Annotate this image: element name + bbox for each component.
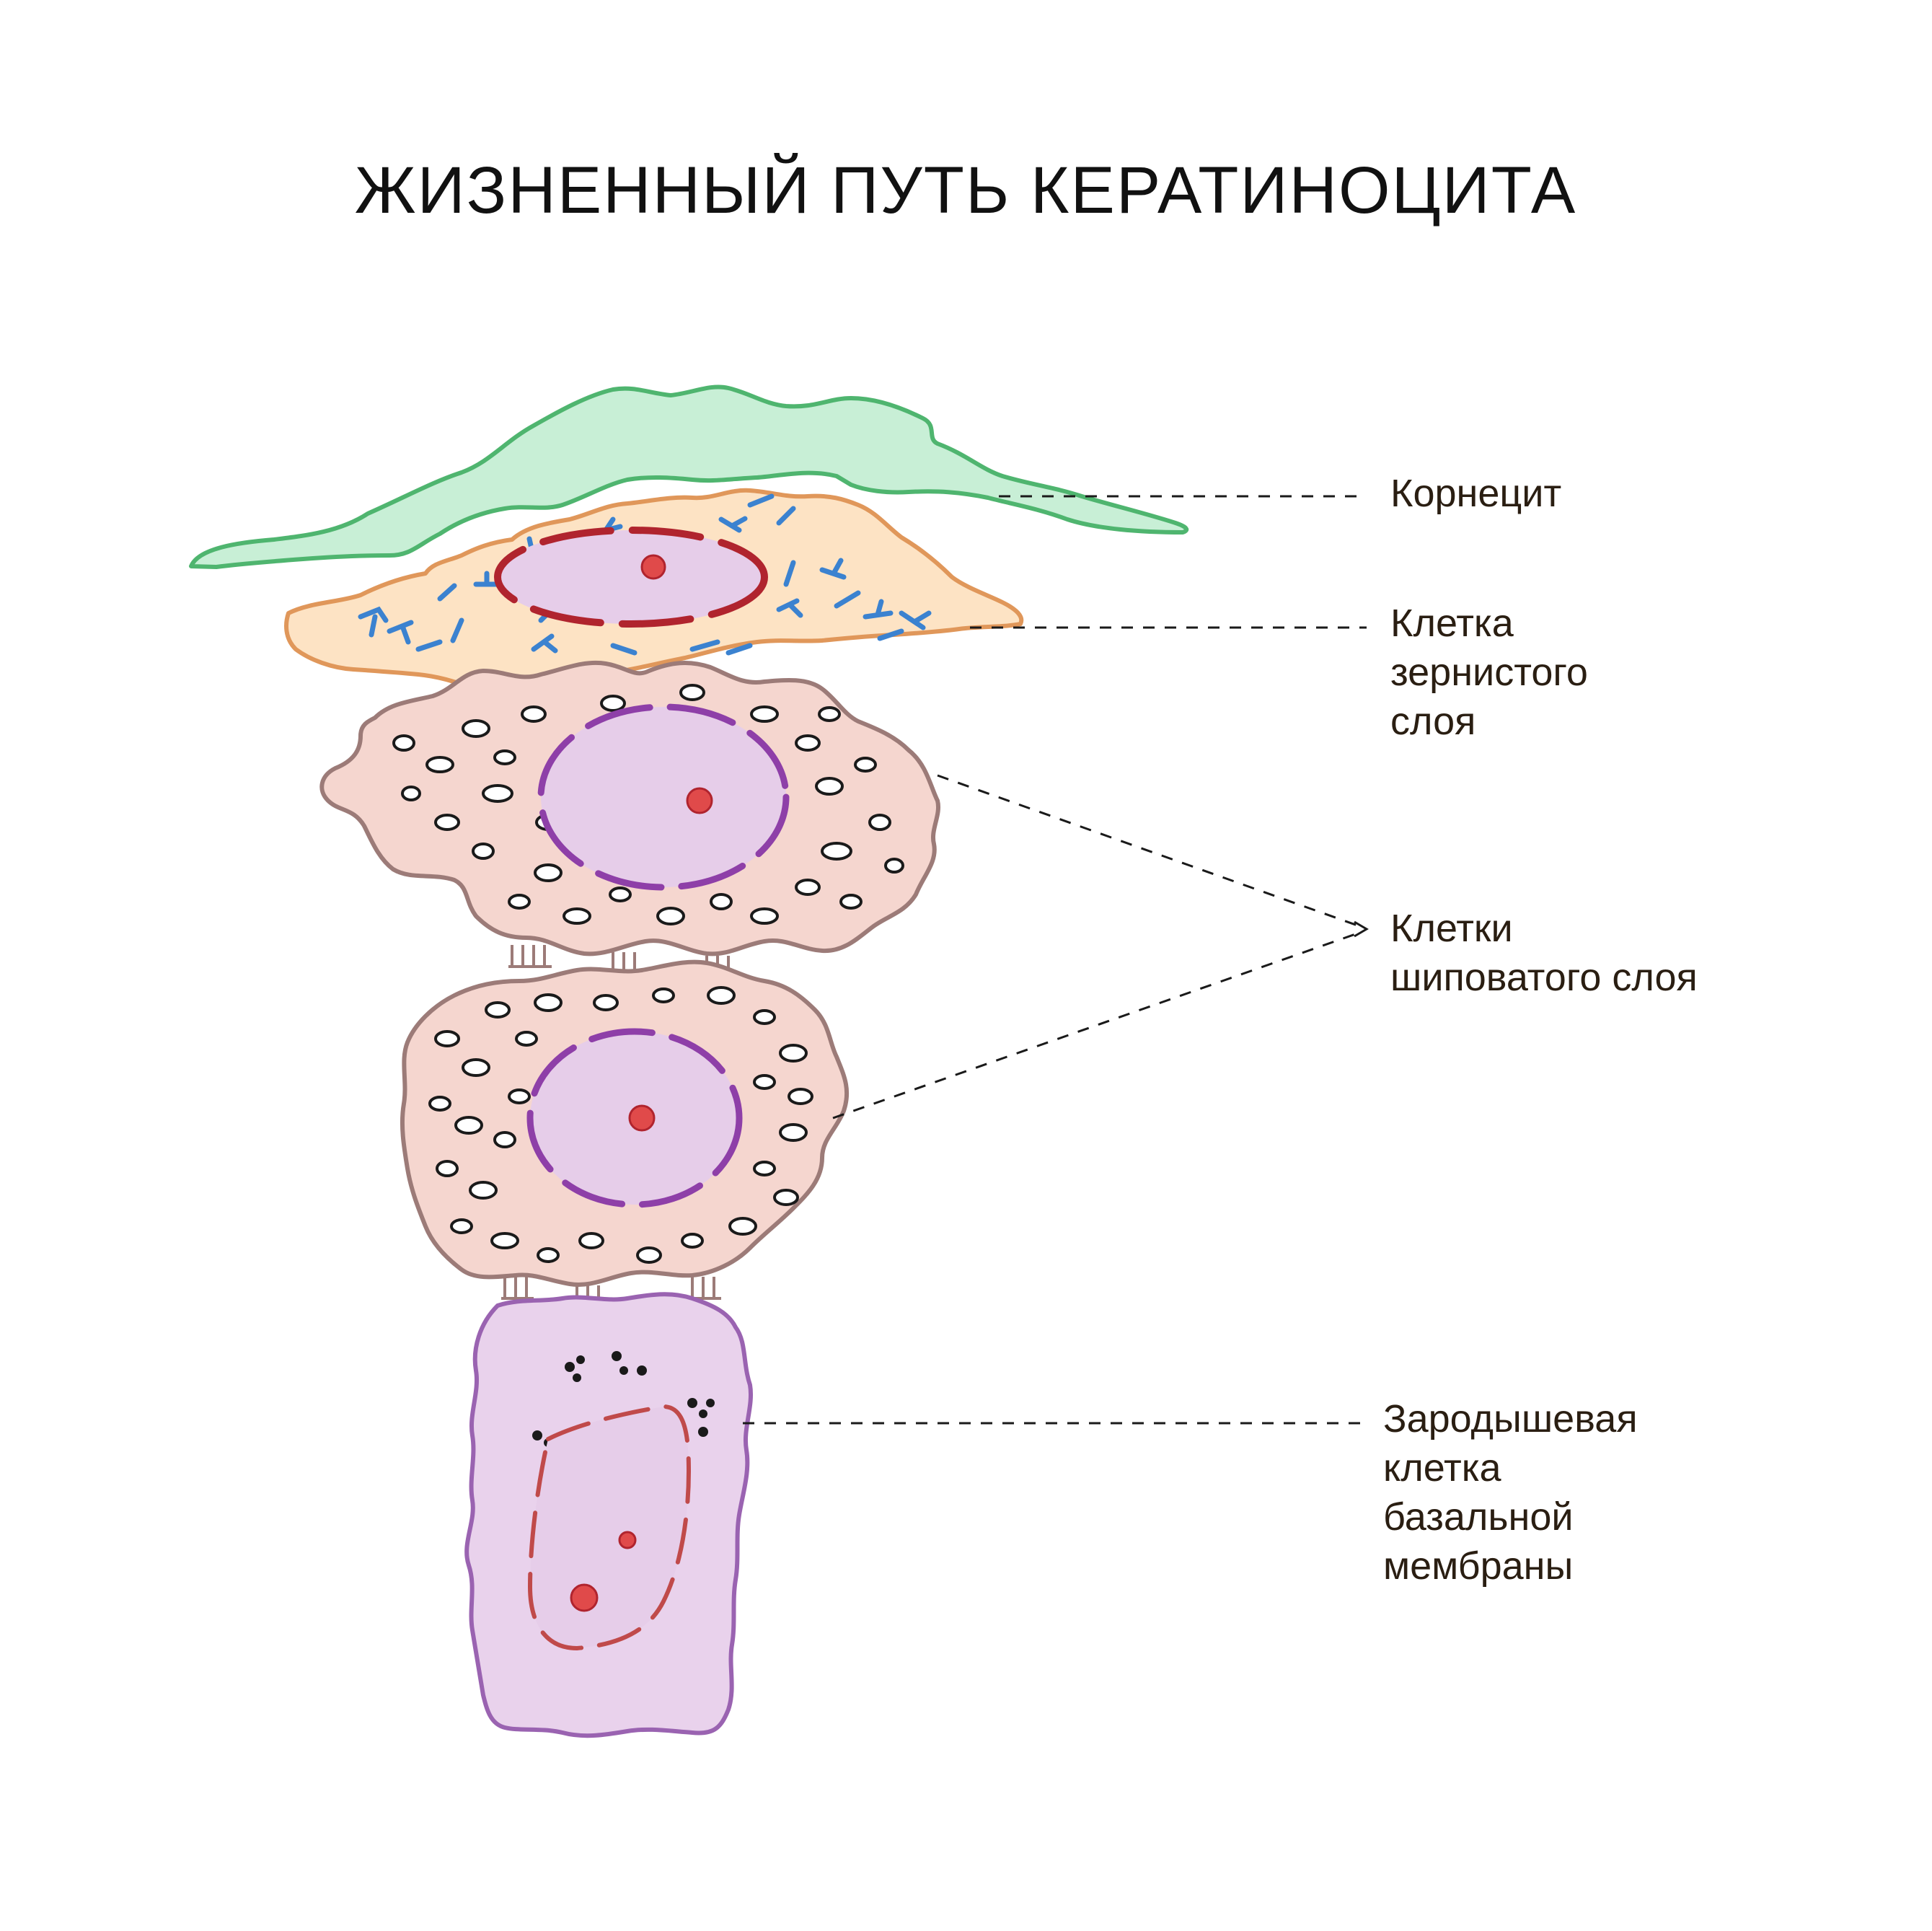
label-spinous: Клетки шиповатого слоя: [1390, 907, 1698, 999]
basal-nucleolus-large: [570, 1583, 599, 1612]
spinous-cell-lower: [400, 959, 850, 1287]
svg-text:Клетки: Клетки: [1390, 907, 1513, 950]
label-granular: Клетка зернистого слоя: [1390, 602, 1588, 743]
leader-spinous-arrowhead: [1354, 920, 1369, 938]
leader-spinous-lower: [832, 931, 1362, 1120]
granular-cell: [284, 488, 1024, 700]
granular-nucleus-membrane: [494, 527, 768, 628]
svg-text:Клетка: Клетка: [1390, 602, 1514, 645]
spinous-lower-nucleolus: [628, 1104, 656, 1132]
svg-text:зернистого: зернистого: [1390, 651, 1588, 694]
granular-nucleus: [498, 530, 764, 624]
svg-text:базальной: базальной: [1383, 1495, 1574, 1539]
corneocyte-cell: [189, 384, 1189, 569]
spinous-cell-upper: [319, 660, 940, 956]
label-basal: Зародышевая клетка базальной мембраны: [1383, 1397, 1638, 1588]
svg-text:Зародышевая: Зародышевая: [1383, 1397, 1638, 1440]
label-corneocyte: Корнецит: [1390, 472, 1561, 515]
basal-nucleolus-small: [618, 1531, 637, 1549]
leader-spinous-upper: [937, 774, 1362, 928]
diagram-title: ЖИЗНЕННЫЙ ПУТЬ КЕРАТИНОЦИТА: [355, 152, 1577, 227]
svg-text:мембраны: мембраны: [1383, 1544, 1573, 1588]
svg-text:клетка: клетка: [1383, 1446, 1502, 1490]
spinous-upper-nucleus-membrane: [537, 703, 790, 891]
basal-cell: [464, 1292, 753, 1738]
granular-nucleolus: [640, 554, 666, 580]
svg-text:шиповатого слоя: шиповатого слоя: [1390, 956, 1698, 999]
melanin-granules: [532, 1351, 715, 1447]
spinous-granules: [392, 684, 904, 925]
spinous-lower-granules: [428, 986, 813, 1264]
basal-nucleus: [527, 1404, 692, 1651]
spinous-upper-nucleolus: [686, 787, 713, 814]
spinous-upper-nucleus: [541, 707, 786, 887]
spinous-lower-nucleus-membrane: [526, 1028, 743, 1208]
svg-text:слоя: слоя: [1390, 700, 1476, 743]
